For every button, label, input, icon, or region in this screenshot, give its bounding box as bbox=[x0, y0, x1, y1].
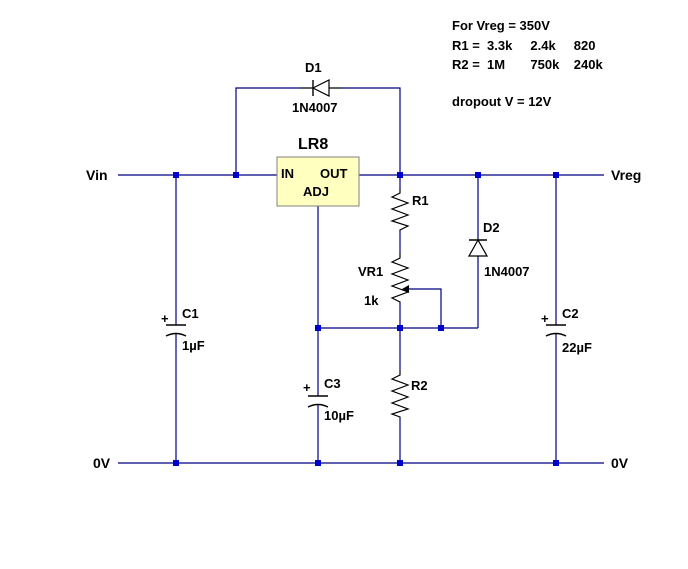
d2-value: 1N4007 bbox=[484, 264, 530, 279]
c2-ref: C2 bbox=[562, 306, 579, 321]
regulator-pin-out: OUT bbox=[320, 166, 348, 181]
wire-d1-left bbox=[235, 87, 300, 175]
junction-dot bbox=[553, 460, 559, 466]
d1-value: 1N4007 bbox=[292, 100, 338, 115]
regulator-body bbox=[276, 156, 360, 207]
regulator-name: LR8 bbox=[298, 136, 328, 153]
junction-dot bbox=[475, 172, 481, 178]
regulator-pin-in: IN bbox=[281, 166, 294, 181]
r1-ref: R1 bbox=[412, 193, 429, 208]
junction-dot bbox=[438, 325, 444, 331]
c3-ref: C3 bbox=[324, 376, 341, 391]
wire-vr1-wiper bbox=[410, 288, 442, 328]
potentiometer-vr1[interactable]: VR1 1k bbox=[358, 253, 410, 308]
junction-dot bbox=[553, 172, 559, 178]
junction-dot bbox=[397, 325, 403, 331]
c3-value: 10µF bbox=[324, 408, 354, 423]
d1-ref: D1 bbox=[305, 60, 322, 75]
junction-dot bbox=[233, 172, 239, 178]
net-label-vin: Vin bbox=[86, 167, 108, 183]
d1-triangle bbox=[311, 79, 330, 97]
c2-polarity: + bbox=[541, 311, 549, 326]
notes-block: For Vreg = 350V R1 = 3.3k 2.4k 820 R2 = … bbox=[452, 18, 603, 109]
capacitor-c3[interactable]: + C3 10µF bbox=[303, 376, 354, 423]
r2-ref: R2 bbox=[411, 378, 428, 393]
d2-ref: D2 bbox=[483, 220, 500, 235]
net-label-gnd-right: 0V bbox=[611, 455, 629, 471]
r1-zigzag bbox=[390, 189, 410, 231]
vr1-value: 1k bbox=[364, 293, 379, 308]
c1-ref: C1 bbox=[182, 306, 199, 321]
capacitor-c2[interactable]: + C2 22µF bbox=[541, 306, 592, 355]
net-label-vreg: Vreg bbox=[611, 167, 641, 183]
junction-dot bbox=[397, 172, 403, 178]
net-label-gnd-left: 0V bbox=[93, 455, 111, 471]
c2-value: 22µF bbox=[562, 340, 592, 355]
regulator-pin-adj: ADJ bbox=[303, 184, 329, 199]
c1-plate-bottom bbox=[165, 332, 187, 337]
capacitor-c1[interactable]: + C1 1µF bbox=[161, 306, 205, 353]
note-dropout: dropout V = 12V bbox=[452, 94, 552, 109]
junctions bbox=[173, 172, 559, 466]
d2-triangle bbox=[467, 238, 489, 257]
vr1-arrow-head bbox=[402, 285, 409, 293]
resistor-r1[interactable]: R1 bbox=[390, 189, 429, 231]
r2-zigzag bbox=[390, 370, 410, 418]
junction-dot bbox=[315, 325, 321, 331]
c3-plate-bottom bbox=[307, 403, 329, 408]
resistor-r2[interactable]: R2 bbox=[390, 370, 428, 418]
note-vreg: For Vreg = 350V bbox=[452, 18, 550, 33]
junction-dot bbox=[173, 460, 179, 466]
vr1-ref: VR1 bbox=[358, 264, 383, 279]
regulator-lr8[interactable]: LR8 IN OUT ADJ bbox=[276, 136, 360, 207]
note-r2-values: R2 = 1M 750k 240k bbox=[452, 57, 603, 72]
vr1-zigzag bbox=[390, 253, 410, 303]
c1-polarity: + bbox=[161, 311, 169, 326]
junction-dot bbox=[315, 460, 321, 466]
net-labels: Vin Vreg 0V 0V bbox=[86, 167, 641, 471]
diode-d1[interactable]: D1 1N4007 bbox=[292, 60, 342, 115]
wire-d1-right bbox=[342, 87, 401, 175]
c2-plate-bottom bbox=[545, 332, 567, 337]
diode-d2[interactable]: D2 1N4007 bbox=[467, 220, 530, 279]
c1-value: 1µF bbox=[182, 338, 205, 353]
junction-dot bbox=[173, 172, 179, 178]
note-r1-values: R1 = 3.3k 2.4k 820 bbox=[452, 38, 595, 53]
junction-dot bbox=[397, 460, 403, 466]
c3-polarity: + bbox=[303, 380, 311, 395]
